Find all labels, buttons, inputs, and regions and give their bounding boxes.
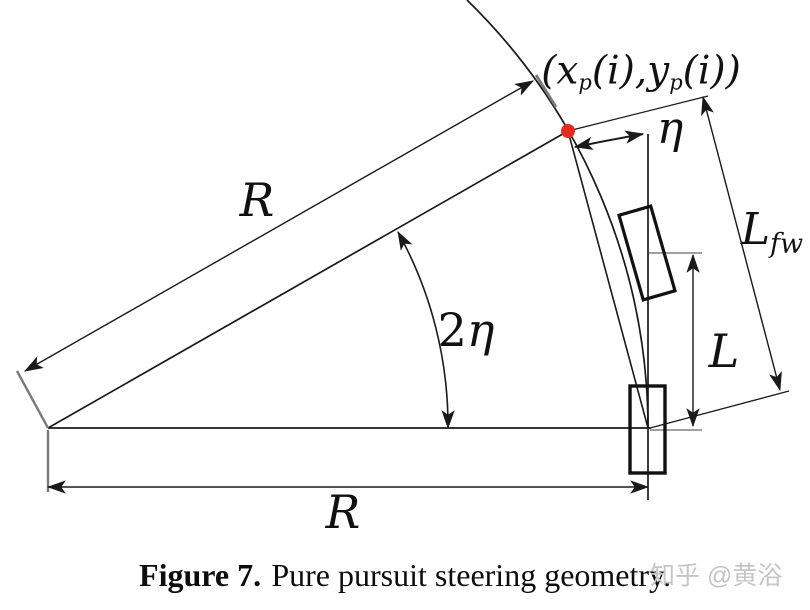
extension-line-goal-point bbox=[534, 74, 558, 108]
double-eta-coefficient: 2 bbox=[437, 303, 467, 357]
figure-number-label: Figure 7. bbox=[139, 557, 262, 593]
front-wheel bbox=[617, 204, 677, 302]
double-eta-symbol: η bbox=[466, 303, 495, 357]
lookahead-label-subscript: fw bbox=[770, 228, 804, 260]
extension-line-vertex bbox=[15, 370, 50, 429]
wheelbase-label: L bbox=[708, 324, 740, 378]
double-eta-angle-arc bbox=[397, 231, 455, 430]
point-label-mid: (i),y bbox=[591, 48, 670, 94]
radius-dimension-line bbox=[24, 80, 534, 372]
eta-angle-arrow bbox=[573, 130, 645, 150]
lookahead-extension-line bbox=[649, 390, 790, 429]
radius-label-lower: R bbox=[325, 485, 361, 539]
goal-point-leader-line bbox=[567, 95, 709, 132]
double-eta-label: 2η bbox=[438, 307, 495, 353]
lookahead-label-main: L bbox=[740, 204, 771, 255]
radius-label-upper: R bbox=[239, 173, 275, 227]
lookahead-chord-line bbox=[567, 130, 649, 429]
point-label-sub-y: p bbox=[669, 70, 683, 95]
rear-wheel bbox=[628, 384, 667, 475]
radius-line-upper bbox=[47, 130, 569, 429]
vehicle-path-arc bbox=[466, 0, 649, 429]
zhihu-watermark: 知乎 @黄浴 bbox=[650, 562, 783, 590]
goal-point-coordinates-label: (xp(i),yp(i)) bbox=[541, 48, 741, 95]
figure-caption: Figure 7.Pure pursuit steering geometry. bbox=[0, 557, 810, 594]
goal-point-dot bbox=[561, 124, 575, 138]
point-label-open: (x bbox=[541, 48, 579, 94]
point-label-sub-x: p bbox=[578, 70, 592, 95]
point-label-close: (i)) bbox=[682, 48, 741, 94]
lookahead-dimension-line bbox=[701, 95, 782, 392]
figure-caption-text: Pure pursuit steering geometry. bbox=[271, 557, 671, 593]
eta-label: η bbox=[656, 103, 684, 154]
lookahead-distance-label: Lfw bbox=[741, 208, 803, 258]
